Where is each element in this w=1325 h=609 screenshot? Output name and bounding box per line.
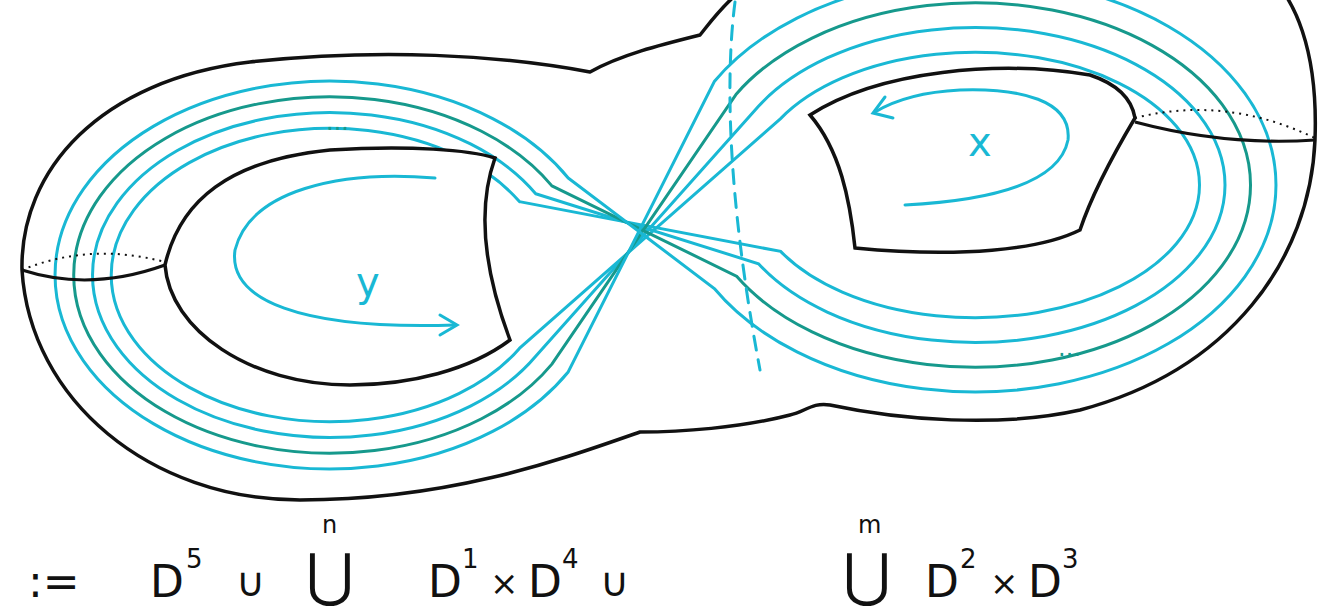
cross-section-hidden [1135,110,1315,138]
formula-symbol: D [1028,560,1062,604]
attaching-curve [93,28,1225,438]
attaching-curve [55,0,1276,469]
formula-symbol: D [428,560,462,604]
formula-symbol: ∪ [600,562,629,602]
left-hole [165,148,510,385]
formula-symbol: := [28,560,80,604]
hidden-curve [730,2,760,370]
formula-symbol: × [990,566,1019,600]
formula-symbol: D [150,560,184,604]
formula-symbol: ⋃ [306,546,354,604]
formula-symbol: ⋃ [843,546,891,604]
formula-exponent: 1 [462,546,479,572]
surface-outline [22,0,1315,500]
generator-label: x [968,122,992,162]
attaching-curve [74,3,1251,453]
formula-index: m [858,513,881,537]
formula-symbol: ∪ [236,562,265,602]
cross-section [1135,122,1315,141]
formula-exponent: 4 [562,546,579,572]
arrowhead [440,315,457,335]
formula-exponent: 3 [1062,546,1079,572]
cross-section-hidden [22,254,165,270]
formula-exponent: 2 [960,546,977,572]
ellipsis: ... [326,110,349,134]
formula-symbol: D [528,560,562,604]
ellipsis: ... [1058,336,1081,360]
formula-symbol: × [490,566,519,600]
attaching-curves [55,0,1276,469]
formula-exponent: 5 [186,546,203,572]
loop-x [875,90,1068,205]
right-hole [810,68,1135,252]
loop-y [235,176,455,325]
cross-section [22,265,165,280]
formula-symbol: D [925,560,959,604]
formula-index: n [322,513,337,537]
generator-label: y [356,262,380,302]
arrowhead [873,97,893,118]
